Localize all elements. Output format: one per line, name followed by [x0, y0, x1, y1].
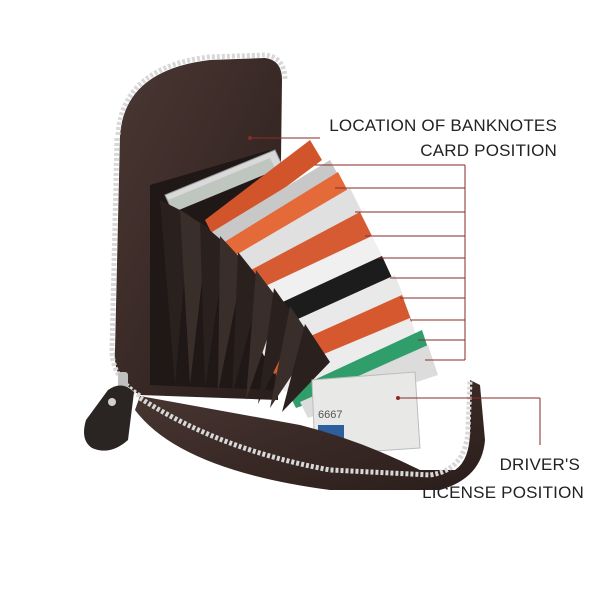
- card: [232, 212, 372, 300]
- zipper-left: [109, 137, 142, 399]
- zipper-bottom: [138, 379, 473, 478]
- label-license-line1: DRIVER'S: [499, 455, 580, 474]
- label-card-position: CARD POSITION: [420, 141, 557, 160]
- card-digits: 6667: [318, 409, 342, 421]
- label-license-line2: LICENSE POSITION: [422, 483, 584, 502]
- accordion-pleats: [160, 200, 330, 412]
- card: [205, 140, 322, 240]
- card: [218, 172, 350, 266]
- zipper-top: [115, 52, 288, 136]
- leader-lines: [248, 136, 541, 445]
- zipper-pull: [84, 372, 134, 451]
- card: [224, 188, 362, 282]
- label-banknotes: LOCATION OF BANKNOTES: [329, 116, 557, 135]
- card: [212, 160, 342, 252]
- wallet-front-shell: [135, 380, 485, 490]
